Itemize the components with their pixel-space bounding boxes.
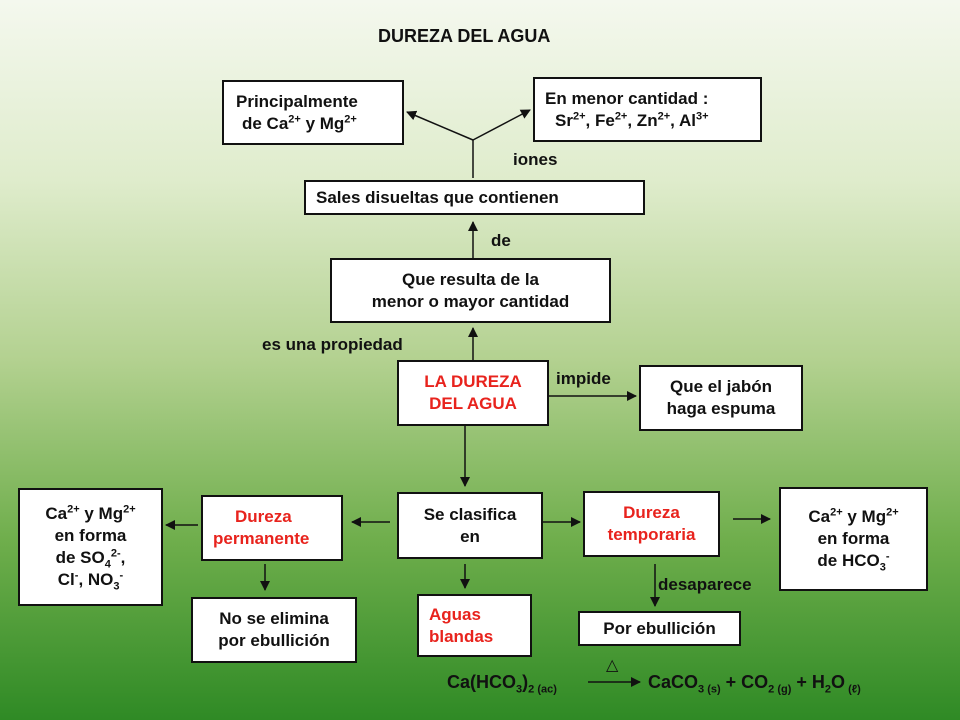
sales-box: Sales disueltas que contienen (304, 180, 645, 215)
sulfato-comma: , (120, 548, 126, 567)
sulfato-so4: de SO (55, 548, 105, 567)
sulfato-so4-sub: 4 (104, 558, 111, 571)
jabon-line2: haga espuma (666, 399, 776, 418)
no-elimina-line1: No se elimina (219, 609, 329, 628)
clasifica-line1: Se clasifica (423, 504, 517, 524)
product-h2o-state: (ℓ) (845, 683, 861, 696)
product-caco3-sub: 3 (698, 683, 705, 696)
product-caco3-state: (s) (704, 683, 721, 696)
reaction-reactant: Ca(HCO3)2 (ac) (447, 672, 557, 696)
menor-al-charge: 3+ (695, 109, 709, 122)
menor-zn-charge: 2+ (657, 109, 671, 122)
dureza-agua-box: LA DUREZA DEL AGUA (397, 360, 549, 426)
resulta-box: Que resulta de la menor o mayor cantidad (330, 258, 611, 323)
bicarb-mg-charge: 2+ (886, 506, 899, 519)
no-elimina-box: No se elimina por ebullición (191, 597, 357, 663)
sulfato-mg: y Mg (79, 504, 124, 523)
aguas-blandas-box: Aguas blandas (417, 594, 532, 657)
sulfato-so4-charge: 2- (110, 547, 121, 560)
bicarb-hco3-charge: - (885, 550, 890, 563)
product-h2o: + H (791, 672, 825, 692)
reactant-part1: Ca(HCO (447, 672, 517, 692)
product-caco3: CaCO (648, 672, 699, 692)
heat-symbol: △ (606, 657, 619, 674)
product-co2-sub: 2 (768, 683, 775, 696)
sulfato-no3-charge: - (119, 569, 124, 582)
sulfato-mg-charge: 2+ (123, 503, 136, 516)
product-co2: + CO (720, 672, 769, 692)
clasifica-box: Se clasifica en (397, 492, 543, 559)
principal-ca-charge: 2+ (288, 112, 301, 125)
principal-ions-box: Principalmente de Ca2+ y Mg2+ (222, 80, 404, 145)
minor-ions-box: En menor cantidad : Sr2+, Fe2+, Zn2+, Al… (533, 77, 762, 142)
principal-line1: Principalmente (236, 91, 358, 111)
product-h2o-sub: 2 (824, 683, 832, 696)
clasifica-line2: en (460, 526, 480, 546)
sulfato-cl-charge: - (74, 569, 79, 582)
reactant-part2: ) (522, 672, 529, 692)
arrow-to-menor (472, 109, 531, 141)
no-elimina-line2: por ebullición (218, 631, 330, 650)
principal-ca: de Ca (242, 113, 289, 133)
jabon-line1: Que el jabón (669, 377, 773, 396)
ebullicion-text: Por ebullición (603, 618, 716, 638)
por-ebullicion-box: Por ebullición (578, 611, 741, 646)
menor-line1: En menor cantidad : (545, 88, 709, 108)
bicarb-en-forma: en forma (817, 529, 890, 548)
bicarb-ca-charge: 2+ (830, 506, 843, 519)
menor-sr: Sr (555, 110, 573, 130)
blandas-line1: Aguas (429, 604, 481, 624)
label-de: de (491, 231, 511, 250)
menor-fe: , Fe (585, 110, 615, 130)
resulta-line1: Que resulta de la (402, 269, 539, 289)
jabon-box: Que el jabón haga espuma (639, 365, 803, 431)
sulfato-form-box: Ca2+ y Mg2+ en forma de SO42-, Cl-, NO3- (18, 488, 163, 606)
permanente-box: Dureza permanente (201, 495, 343, 561)
temporaria-line1: Dureza (623, 503, 680, 522)
sulfato-ca: Ca (45, 504, 68, 523)
label-impide: impide (556, 369, 611, 388)
sulfato-cl: Cl (57, 570, 75, 589)
label-desaparece: desaparece (658, 575, 752, 594)
diagram-title: DUREZA DEL AGUA (378, 26, 551, 46)
dureza-line2: DEL AGUA (429, 394, 517, 413)
dureza-line1: LA DUREZA (424, 372, 522, 391)
arrow-to-principal (406, 110, 474, 141)
permanente-line2: permanente (213, 529, 310, 548)
product-co2-state: (g) (774, 683, 792, 696)
bicarbonato-form-box: Ca2+ y Mg2+ en forma de HCO3- (779, 487, 928, 591)
sulfato-ca-charge: 2+ (67, 503, 80, 516)
reaction-products: CaCO3 (s) + CO2 (g) + H2O (ℓ) (648, 672, 861, 696)
product-h2o-o: O (831, 672, 846, 692)
bicarb-ca: Ca (808, 507, 831, 526)
menor-al: , Al (670, 110, 696, 130)
sulfato-no3-sub: 3 (113, 580, 120, 593)
label-iones: iones (513, 150, 558, 169)
principal-mg: y Mg (300, 113, 345, 133)
reactant-sub2: 2 (528, 683, 535, 696)
label-es-una-propiedad: es una propiedad (262, 335, 403, 354)
principal-mg-charge: 2+ (344, 112, 357, 125)
sulfato-no3: , NO (78, 570, 114, 589)
sulfato-en-forma: en forma (54, 526, 127, 545)
bicarb-hco3: de HCO (817, 551, 880, 570)
reactant-state: (ac) (534, 683, 557, 696)
bicarb-mg: y Mg (842, 507, 887, 526)
sales-text: Sales disueltas que contienen (316, 187, 559, 207)
resulta-line2: menor o mayor cantidad (371, 291, 570, 311)
permanente-line1: Dureza (235, 507, 292, 526)
reactant-sub1: 3 (516, 683, 523, 696)
menor-zn: , Zn (627, 110, 658, 130)
temporaria-box: Dureza temporaria (583, 491, 720, 557)
bicarb-hco3-sub: 3 (879, 561, 886, 574)
blandas-line2: blandas (429, 626, 494, 646)
temporaria-line2: temporaria (607, 525, 696, 544)
menor-fe-charge: 2+ (614, 109, 628, 122)
menor-sr-charge: 2+ (572, 109, 586, 122)
